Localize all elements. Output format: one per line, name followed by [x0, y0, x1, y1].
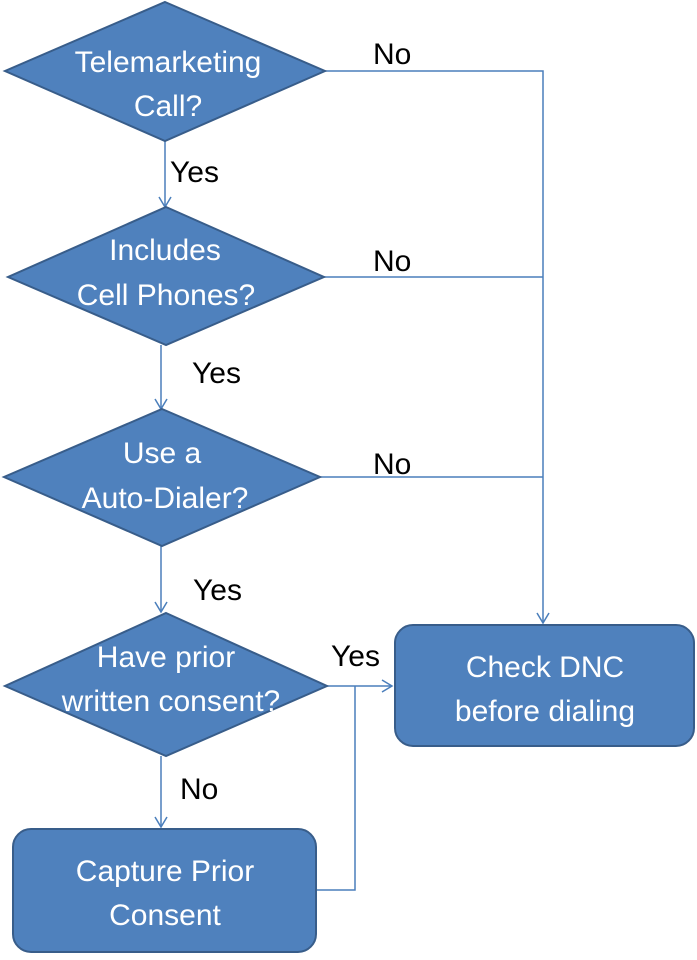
- edge-label-auto-dialer-no: No: [373, 448, 411, 481]
- edge-label-cell-phones-no: No: [373, 245, 411, 278]
- edge-label-telemarketing-no: No: [373, 38, 411, 71]
- capture-consent-label-line2: Consent: [109, 899, 221, 932]
- connector-telemarketing-no: [325, 70, 544, 623]
- connectors: [154, 70, 550, 891]
- process-capture-prior-consent: [12, 828, 317, 953]
- edge-label-cell-phones-yes: Yes: [192, 357, 241, 390]
- decision-prior-written-consent: [2, 611, 330, 758]
- edge-label-prior-consent-yes: Yes: [331, 640, 380, 673]
- process-check-dnc: [394, 624, 695, 747]
- edge-label-auto-dialer-yes: Yes: [193, 574, 242, 607]
- auto-dialer-label-line1: Use a: [123, 437, 202, 470]
- telemarketing-label-line2: Call?: [134, 90, 202, 123]
- decision-use-auto-dialer: [1, 407, 323, 548]
- arrow-into-check-dnc-left: [381, 679, 394, 693]
- check-dnc-label-line1: Check DNC: [466, 651, 624, 684]
- decision-telemarketing-call: [2, 0, 328, 143]
- cell-phones-label-line1: Includes: [109, 234, 221, 267]
- decision-includes-cell-phones: [5, 205, 327, 347]
- arrow-into-check-dnc-top: [536, 612, 550, 625]
- arrow-into-capture-consent: [154, 816, 168, 829]
- arrow-into-prior-consent: [154, 601, 168, 614]
- prior-consent-label-line2: written consent?: [61, 685, 280, 718]
- cell-phones-label-line2: Cell Phones?: [77, 279, 255, 312]
- edge-label-prior-consent-no: No: [180, 773, 218, 806]
- connector-capture-to-check-dnc: [316, 686, 356, 891]
- auto-dialer-label-line2: Auto-Dialer?: [82, 482, 249, 515]
- check-dnc-label-line2: before dialing: [455, 695, 635, 728]
- edge-label-telemarketing-yes: Yes: [170, 156, 219, 189]
- telemarketing-label-line1: Telemarketing: [75, 46, 262, 79]
- capture-consent-label-line1: Capture Prior: [76, 855, 254, 888]
- prior-consent-label-line1: Have prior: [97, 641, 235, 674]
